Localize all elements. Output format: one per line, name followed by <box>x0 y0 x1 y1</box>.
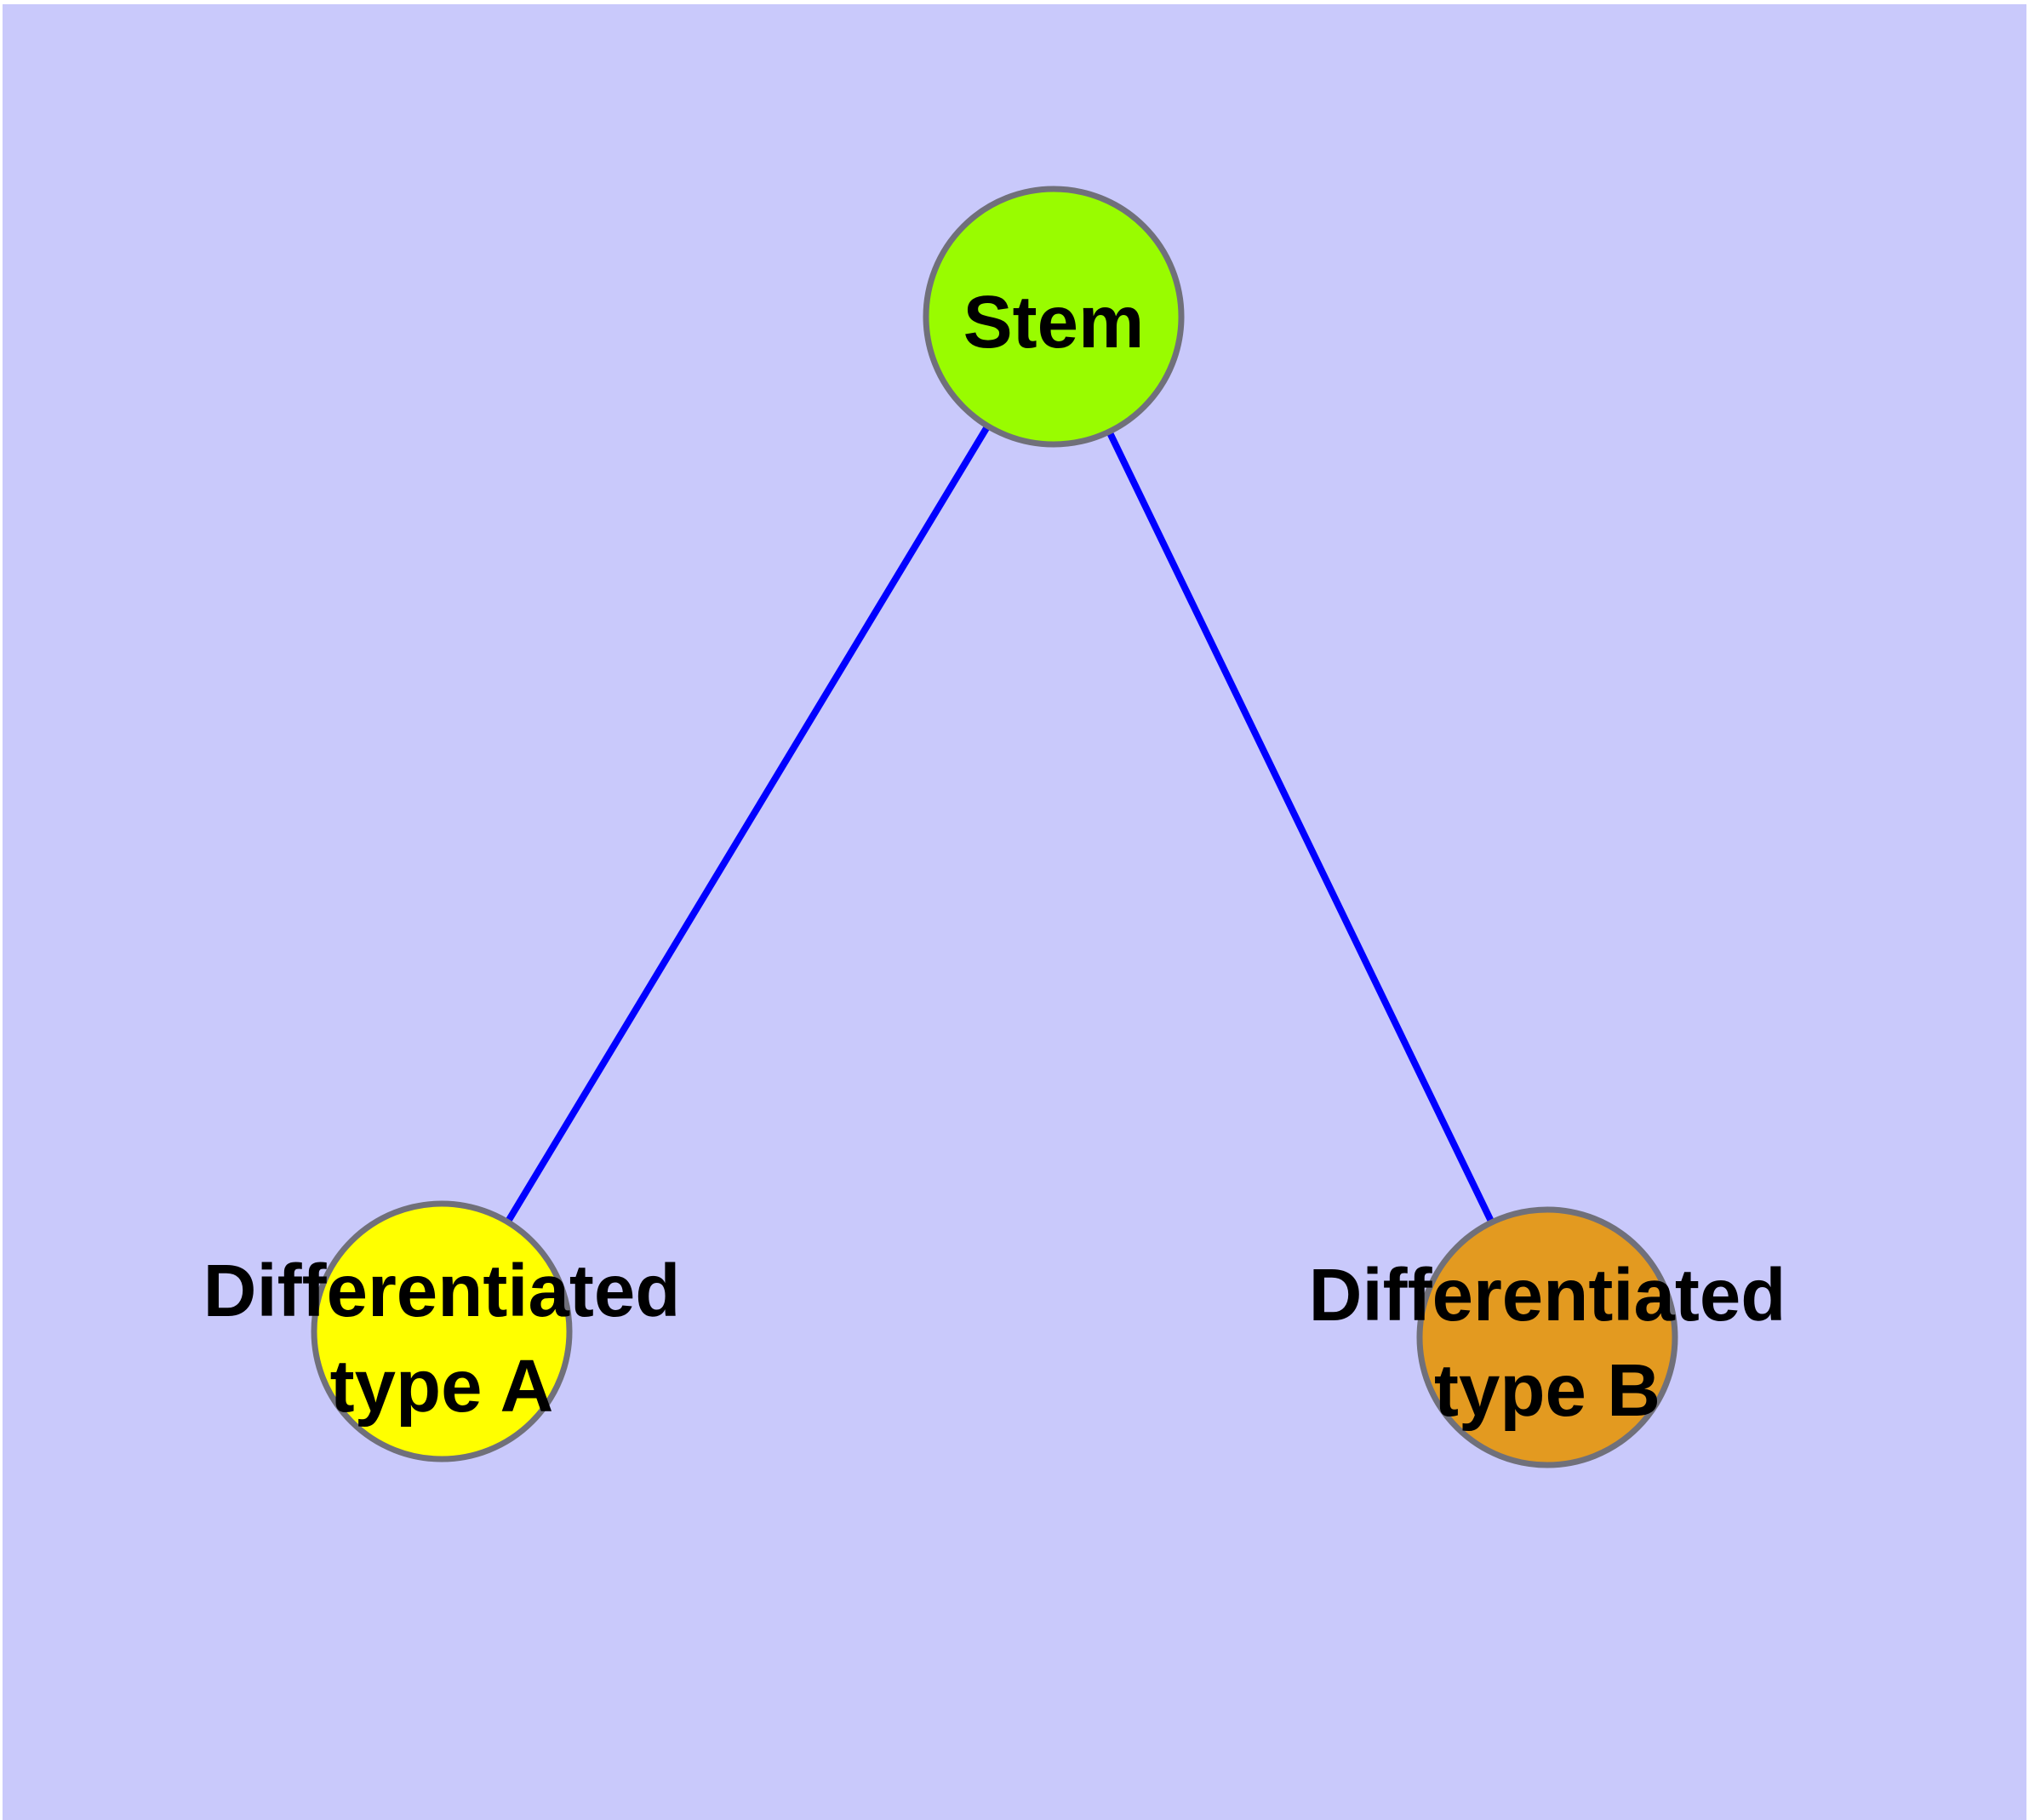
type-b-node <box>1416 1206 1678 1468</box>
type-a-node <box>311 1200 573 1462</box>
type-b-label-line2: type B <box>1434 1349 1660 1432</box>
type-a-label-line2: type A <box>330 1345 554 1428</box>
stem-node <box>923 186 1185 448</box>
edge-stem-to-type-b <box>1050 315 1551 1339</box>
stem-node-label: Stem <box>963 281 1145 363</box>
edge-stem-to-type-a <box>438 314 1057 1334</box>
type-b-label-line1: Differentiated <box>1309 1254 1786 1336</box>
type-a-label-line1: Differentiated <box>203 1250 681 1332</box>
